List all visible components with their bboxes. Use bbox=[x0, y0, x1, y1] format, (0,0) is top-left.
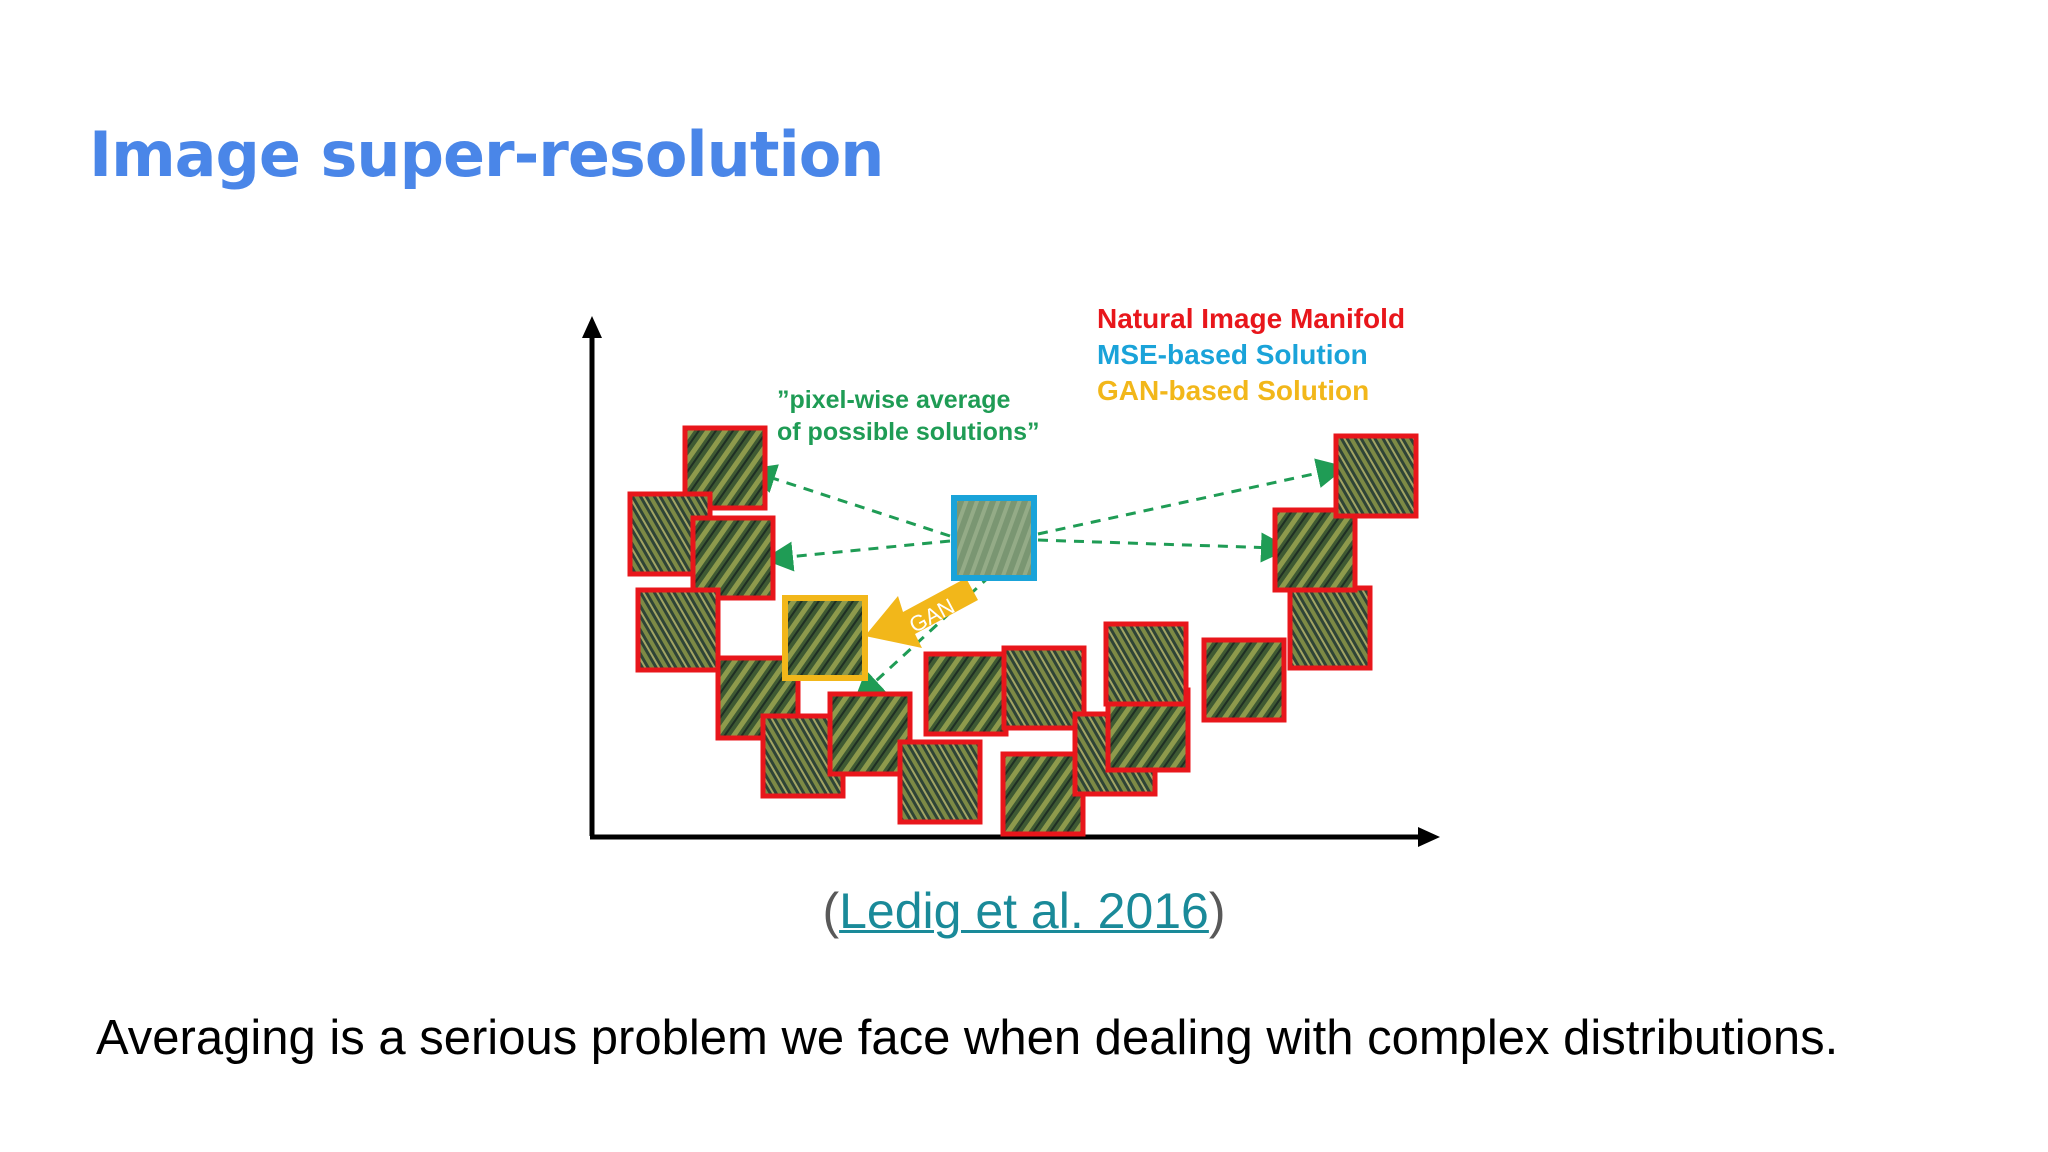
manifold-diagram: GAN Natural Image Manifold MSE-based Sol… bbox=[582, 303, 1440, 847]
manifold-patch bbox=[1201, 637, 1287, 723]
manifold-patch bbox=[1000, 751, 1086, 837]
annotation-line-1: ”pixel-wise average bbox=[777, 386, 1011, 414]
connector-lines bbox=[745, 458, 1347, 702]
manifold-patch bbox=[1333, 433, 1419, 519]
connector-line bbox=[1037, 458, 1347, 536]
axes bbox=[582, 316, 1440, 847]
manifold-patch bbox=[1272, 507, 1358, 593]
citation: (Ledig et al. 2016) bbox=[0, 882, 2048, 940]
connector-line bbox=[1037, 532, 1291, 563]
legend-natural-image-manifold: Natural Image Manifold bbox=[1097, 303, 1405, 334]
legend: Natural Image Manifold MSE-based Solutio… bbox=[1097, 303, 1405, 406]
pixelwise-average-annotation: ”pixel-wise average of possible solution… bbox=[777, 386, 1040, 446]
connector-line bbox=[745, 464, 951, 538]
natural-image-patches bbox=[627, 425, 1419, 837]
gan-arrow-shape bbox=[865, 578, 978, 648]
citation-close-paren: ) bbox=[1208, 883, 1226, 939]
manifold-patch bbox=[897, 739, 983, 825]
citation-link[interactable]: Ledig et al. 2016 bbox=[839, 883, 1209, 939]
mse-solution-patch bbox=[951, 495, 1037, 581]
gan-solution-patch bbox=[782, 595, 868, 681]
legend-mse-solution: MSE-based Solution bbox=[1097, 339, 1368, 370]
slide-caption: Averaging is a serious problem we face w… bbox=[96, 1011, 1839, 1065]
manifold-patch bbox=[1103, 621, 1189, 707]
slide-title: Image super-resolution bbox=[89, 118, 884, 191]
manifold-patch bbox=[923, 651, 1009, 737]
y-axis-arrow bbox=[582, 316, 602, 338]
manifold-patch bbox=[827, 691, 913, 777]
x-axis-arrow bbox=[1418, 827, 1440, 847]
manifold-patch bbox=[1001, 645, 1087, 731]
annotation-line-2: of possible solutions” bbox=[777, 418, 1040, 446]
connector-line bbox=[763, 539, 951, 572]
manifold-figure: GAN Natural Image Manifold MSE-based Sol… bbox=[560, 296, 1460, 856]
manifold-patch bbox=[1287, 585, 1373, 671]
manifold-patch bbox=[635, 587, 721, 673]
manifold-patch bbox=[690, 515, 776, 601]
citation-open-paren: ( bbox=[822, 883, 840, 939]
legend-gan-solution: GAN-based Solution bbox=[1097, 375, 1369, 406]
